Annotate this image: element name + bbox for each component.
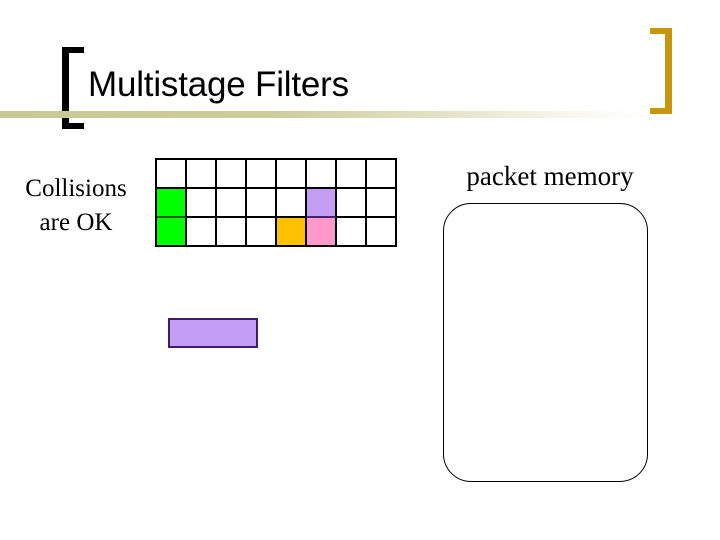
packet-memory-label: packet memory	[466, 161, 634, 191]
grid-cell-r2c4	[247, 189, 277, 218]
page-title: Multistage Filters	[88, 65, 349, 104]
grid-cell-r1c2	[187, 160, 217, 189]
grid-cell-r2c2	[187, 189, 217, 218]
purple-packet-bar	[168, 318, 258, 348]
grid-cell-r1c6	[307, 160, 337, 189]
grid-cell-r1c8	[367, 160, 397, 189]
grid-cell-r3c1	[157, 218, 187, 247]
right-bracket-stem	[665, 28, 672, 114]
grid-cell-r3c4	[247, 218, 277, 247]
grid-cell-r3c2	[187, 218, 217, 247]
grid-cell-r3c5	[277, 218, 307, 247]
grid-cell-r3c7	[337, 218, 367, 247]
grid-cell-r1c3	[217, 160, 247, 189]
grid-cell-r3c8	[367, 218, 397, 247]
right-bracket-top-arm	[650, 28, 672, 34]
grid-cell-r2c6	[307, 189, 337, 218]
filter-counter-grid	[155, 158, 397, 247]
left-bracket-decoration	[62, 47, 84, 129]
grid-cell-r3c6	[307, 218, 337, 247]
right-bracket-decoration	[650, 28, 672, 114]
grid-cell-r1c4	[247, 160, 277, 189]
grid-cell-r2c3	[217, 189, 247, 218]
grid-cell-r1c1	[157, 160, 187, 189]
right-bracket-bottom-arm	[650, 108, 672, 114]
grid-cell-r1c5	[277, 160, 307, 189]
left-bracket-bottom-arm	[62, 123, 84, 129]
left-bracket-top-arm	[62, 47, 84, 53]
left-bracket-stem	[62, 47, 69, 129]
grid-cell-r1c7	[337, 160, 367, 189]
grid-cell-r2c1	[157, 189, 187, 218]
packet-memory-box	[443, 203, 648, 482]
grid-cell-r2c8	[367, 189, 397, 218]
title-underline-rule	[0, 111, 646, 118]
collisions-caption-line1: Collisions	[25, 175, 127, 202]
collisions-caption-line2: are OK	[39, 209, 113, 236]
collisions-caption: Collisions are OK	[2, 172, 150, 240]
grid-cell-r2c7	[337, 189, 367, 218]
grid-cell-r3c3	[217, 218, 247, 247]
grid-cell-r2c5	[277, 189, 307, 218]
